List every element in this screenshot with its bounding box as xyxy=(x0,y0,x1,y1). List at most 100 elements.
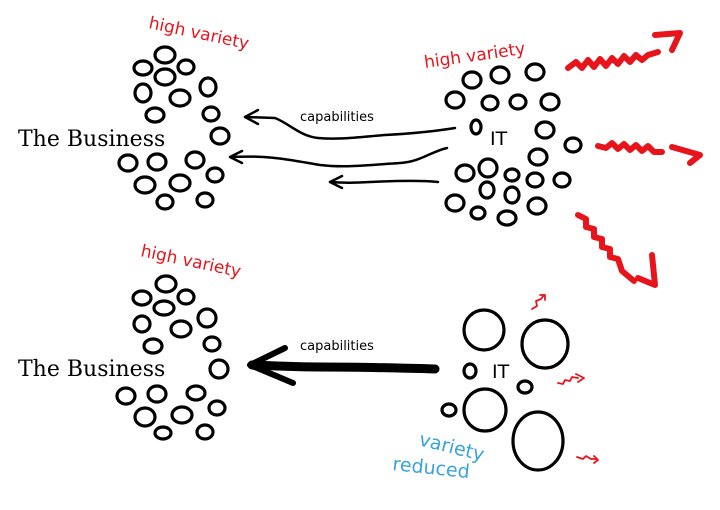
bubble xyxy=(153,67,177,87)
top-business-cluster xyxy=(117,45,231,211)
bubble xyxy=(208,358,230,380)
bubble xyxy=(444,193,466,213)
bubble xyxy=(201,105,221,123)
bubble xyxy=(462,387,508,433)
bottom-business-label: The Business xyxy=(18,357,165,382)
bubble xyxy=(152,299,176,317)
bubble xyxy=(132,59,154,77)
bubble xyxy=(142,337,164,355)
bubble xyxy=(185,384,207,402)
bubble xyxy=(461,70,483,90)
top-it-annotation: high variety xyxy=(423,39,527,73)
bubble xyxy=(462,308,506,352)
bubble xyxy=(552,171,572,189)
bubble xyxy=(496,209,518,227)
bubble xyxy=(176,288,196,306)
bottom-variety-outflows xyxy=(531,294,599,464)
top-variety-outflows xyxy=(565,30,703,288)
arrow-head xyxy=(575,373,585,383)
bubble xyxy=(195,423,215,441)
bubble xyxy=(202,335,222,353)
bubble xyxy=(198,76,218,98)
bubble xyxy=(131,289,153,307)
bubble xyxy=(469,118,483,136)
arrow-head xyxy=(539,294,546,301)
bubble xyxy=(462,362,478,380)
arrow-head xyxy=(243,108,260,126)
bottom-business-cluster xyxy=(115,274,230,441)
bubble xyxy=(153,45,177,65)
variety-outflow-arrow xyxy=(565,49,661,71)
arrow-head xyxy=(593,455,599,464)
bubble xyxy=(503,185,521,205)
capability-arrow xyxy=(243,115,457,140)
bubble xyxy=(115,386,137,406)
top-business-label: The Business xyxy=(18,127,165,152)
variety-outflow-arrow xyxy=(557,376,579,385)
arrow-head xyxy=(247,345,296,386)
bottom-it-cluster xyxy=(440,308,570,472)
bottom-capabilities-label: capabilities xyxy=(300,339,374,354)
bubble xyxy=(539,92,561,112)
bubble xyxy=(170,405,194,425)
variety-outflow-arrow xyxy=(531,294,545,310)
bubble xyxy=(454,163,476,183)
top-capabilities-label: capabilities xyxy=(300,110,374,125)
bubble xyxy=(176,58,196,76)
arrow-head xyxy=(228,149,244,165)
bubble xyxy=(516,379,534,395)
capability-arrow xyxy=(228,146,449,168)
bubble xyxy=(469,205,487,221)
bubble xyxy=(478,180,496,200)
top-it-cluster xyxy=(444,62,583,227)
bubble xyxy=(489,65,511,85)
bubble xyxy=(440,402,458,418)
bottom-business-annotation: high variety xyxy=(139,241,243,282)
bubble xyxy=(169,319,193,339)
bubble xyxy=(526,196,548,216)
capability-arrow xyxy=(247,360,440,374)
bubble xyxy=(133,82,153,104)
top-panel: The Business high variety capabilities xyxy=(18,13,703,288)
bottom-it-label: IT xyxy=(492,361,510,383)
arrow-head xyxy=(669,144,703,166)
bubble xyxy=(524,62,546,82)
bubble xyxy=(508,93,528,111)
bubble xyxy=(527,147,549,167)
bubble xyxy=(195,191,215,209)
bubble xyxy=(520,318,570,370)
bubble xyxy=(511,410,565,472)
bubble xyxy=(168,88,192,108)
bubble xyxy=(209,126,231,146)
bubble xyxy=(153,425,173,441)
bubble xyxy=(503,167,521,183)
variety-outflow-arrow xyxy=(595,140,665,155)
bubble xyxy=(168,173,192,193)
variety-outflow-arrow xyxy=(575,212,637,284)
bubble xyxy=(480,94,500,112)
arrow-head xyxy=(652,30,683,53)
bubble xyxy=(196,307,218,329)
bubble xyxy=(117,153,139,173)
bubble xyxy=(525,171,545,189)
bubble xyxy=(146,384,168,404)
bubble xyxy=(132,314,152,334)
bubble xyxy=(534,120,556,140)
top-capability-arrows xyxy=(228,108,457,190)
bubble xyxy=(184,150,206,170)
bubble xyxy=(205,166,225,184)
bubble xyxy=(207,399,227,417)
bottom-panel: The Business high variety capabilities I… xyxy=(18,241,599,483)
arrow-head xyxy=(635,252,658,288)
bubble xyxy=(144,106,166,124)
top-it-label: IT xyxy=(490,128,508,150)
bottom-capability-arrow xyxy=(247,345,440,386)
capability-arrow xyxy=(328,179,440,184)
bubble xyxy=(133,406,157,428)
bubble xyxy=(154,274,178,294)
arrow-head xyxy=(328,174,344,190)
bubble xyxy=(444,90,466,110)
bubble xyxy=(563,136,583,154)
bubble xyxy=(477,157,499,179)
